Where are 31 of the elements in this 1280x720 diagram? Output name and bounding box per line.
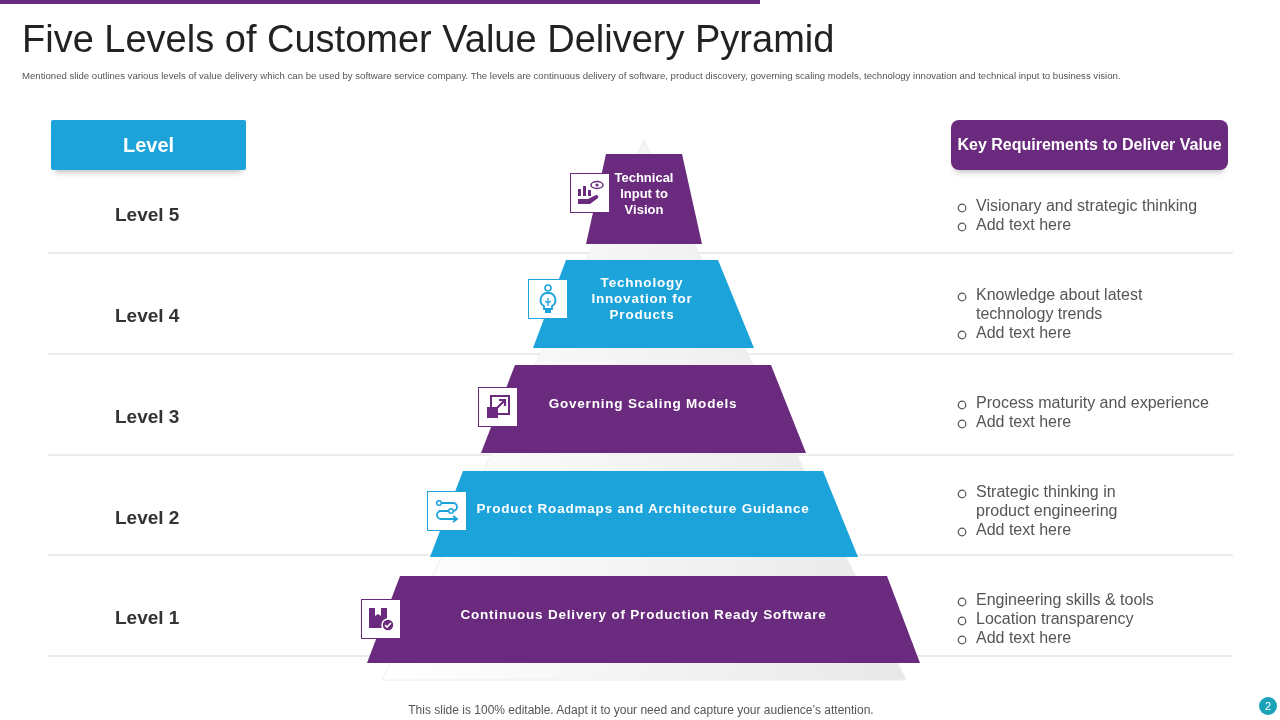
subtitle: Mentioned slide outlines various levels of value delivery which can be used by software service company. The levels are continuous delivery of software, product discovery, governing scaling models, technology innovation and technical input to business vision.: [22, 70, 1122, 81]
footer-note: This slide is 100% editable. Adapt it to your need and capture your audience’s attention.: [408, 703, 874, 717]
requirement-text: Engineering skills & tools: [976, 590, 1154, 609]
requirement-text: Strategic thinking in product engineering: [976, 482, 1119, 520]
requirement-text: Add text here: [976, 412, 1072, 431]
requirement-text: Add text here: [976, 628, 1072, 647]
pyramid-tier: [533, 260, 754, 348]
requirement-text: Add text here: [976, 520, 1072, 539]
requirement-text: Process maturity and experience: [976, 393, 1209, 412]
level-label: Level 5: [115, 204, 180, 226]
requirement-text: Visionary and strategic thinking: [976, 196, 1198, 215]
level-label: Level 3: [115, 406, 180, 428]
requirement-text: Add text here: [976, 323, 1072, 342]
requirement-text: Location transparency: [976, 609, 1134, 628]
tier-label: Technical Input to Vision: [613, 170, 675, 218]
column-header: Level: [51, 120, 246, 170]
requirement-text: Add text here: [976, 215, 1072, 234]
column-header: Key Requirements to Deliver Value: [951, 120, 1228, 170]
tier-label: Governing Scaling Models: [548, 396, 738, 412]
tier-label: Continuous Delivery of Production Ready Software: [460, 606, 827, 623]
page-number: 2: [1259, 697, 1277, 715]
pyramid-tier: [481, 365, 806, 453]
level-label: Level 2: [115, 507, 180, 529]
pyramid-tier: [367, 576, 920, 663]
pyramid-tier: [430, 471, 858, 557]
level-label: Level 4: [115, 305, 180, 327]
requirement-text: Knowledge about latest technology trends: [976, 285, 1144, 323]
tier-label: Technology Innovation for Products: [590, 275, 694, 323]
slide-title: Five Levels of Customer Value Delivery Pyramid: [22, 18, 835, 61]
tier-label: Product Roadmaps and Architecture Guidance: [476, 501, 810, 517]
level-label: Level 1: [115, 607, 180, 629]
